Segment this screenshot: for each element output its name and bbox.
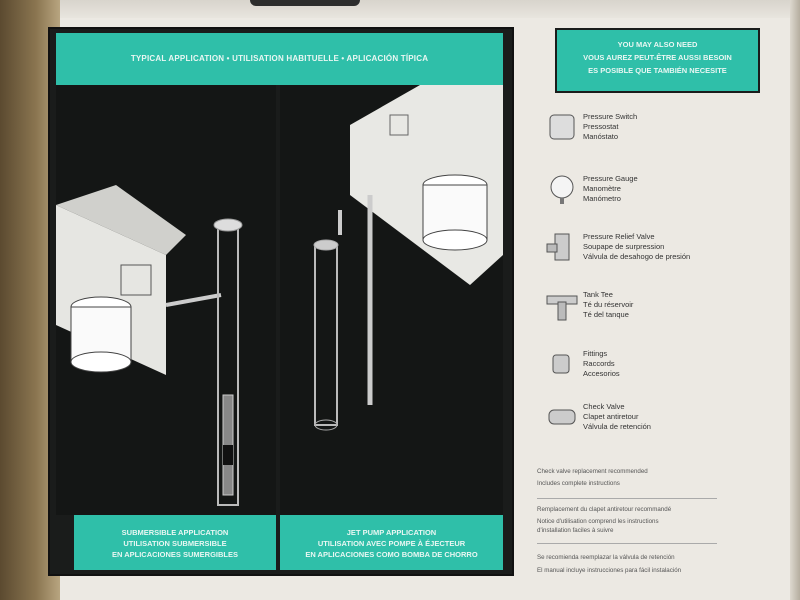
note-divider — [537, 543, 717, 544]
jet-pump-caption: JET PUMP APPLICATION UTILISATION AVEC PO… — [280, 515, 503, 570]
note-fr-2: Notice d'utilisation comprend les instru… — [537, 518, 659, 525]
pressure-switch-icon — [549, 114, 575, 140]
note-es-1: Se recomienda reemplazar la válvula de r… — [537, 554, 675, 561]
typical-application-header: TYPICAL APPLICATION • UTILISATION HABITU… — [56, 33, 503, 85]
submersible-caption: SUBMERSIBLE APPLICATION UTILISATION SUBM… — [74, 515, 276, 570]
note-en-2: Includes complete instructions — [537, 480, 620, 487]
tank-tee-icon — [546, 295, 578, 321]
relief-valve-icon — [546, 233, 570, 261]
check-valve-icon — [548, 409, 576, 425]
submersible-drawing — [56, 185, 243, 506]
box-handle-hole — [250, 0, 360, 6]
jet-pump-drawing — [313, 85, 503, 431]
note-fr-1: Remplacement du clapet antiretour recomm… — [537, 506, 672, 513]
submersible-illustration — [56, 85, 276, 515]
you-may-also-need-header: YOU MAY ALSO NEED VOUS AUREZ PEUT-ÊTRE A… — [555, 28, 760, 93]
jet-pump-illustration — [280, 85, 503, 515]
fittings-icon — [552, 354, 570, 374]
note-divider — [537, 498, 717, 499]
box-top-flap — [40, 0, 800, 22]
note-fr-3: d'installation faciles à suivre — [537, 527, 614, 534]
note-en-1: Check valve replacement recommended — [537, 468, 648, 475]
note-es-2: El manual incluye instrucciones para fác… — [537, 567, 682, 574]
box-right-edge — [790, 0, 800, 600]
pressure-gauge-icon — [550, 175, 574, 204]
